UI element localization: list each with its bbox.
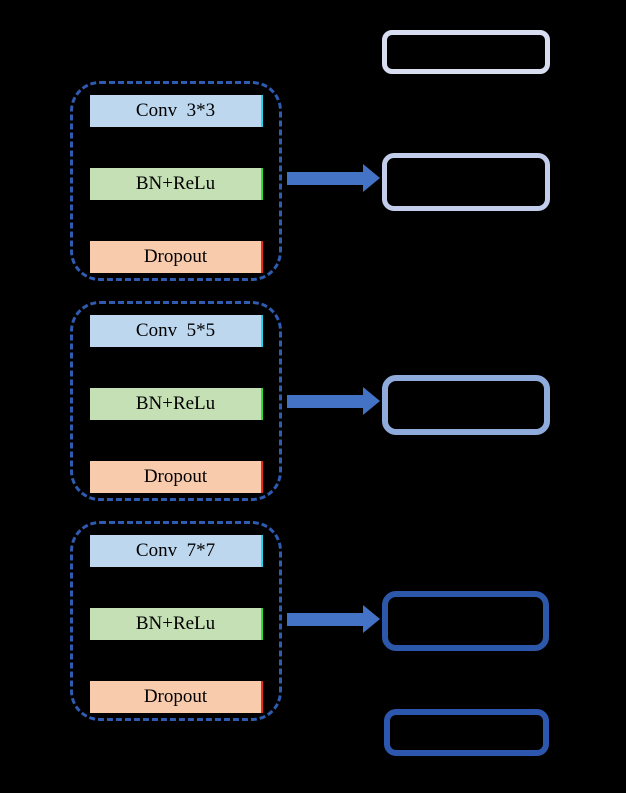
arrow-head — [363, 164, 380, 192]
conv-layer-label: Conv 3*3 — [135, 100, 216, 121]
bn-relu-layer-label: BN+ReLu — [135, 173, 216, 194]
conv-layer-label: Conv 5*5 — [135, 320, 216, 341]
dropout-layer-box: Dropout — [90, 681, 263, 713]
output-box-2 — [382, 153, 550, 211]
dropout-layer-box: Dropout — [90, 461, 263, 493]
arrow-shaft — [287, 394, 363, 408]
bn-relu-layer-box: BN+ReLu — [90, 388, 263, 420]
bn-relu-layer-box: BN+ReLu — [90, 168, 263, 200]
arrow-shaft — [287, 612, 363, 626]
conv-layer-label: Conv 7*7 — [135, 540, 216, 561]
conv-layer-box: Conv 7*7 — [90, 535, 263, 567]
conv-layer-box: Conv 3*3 — [90, 95, 263, 127]
dropout-layer-label: Dropout — [143, 246, 208, 267]
arrow-right-icon — [287, 164, 380, 192]
arrow-head — [363, 387, 380, 415]
output-box-4 — [382, 591, 549, 651]
bn-relu-layer-label: BN+ReLu — [135, 613, 216, 634]
arrow-right-icon — [287, 605, 380, 633]
dropout-layer-label: Dropout — [143, 466, 208, 487]
bn-relu-layer-label: BN+ReLu — [135, 393, 216, 414]
arrow-head — [363, 605, 380, 633]
conv-layer-box: Conv 5*5 — [90, 315, 263, 347]
conv-block-group-3x3: Conv 3*3 BN+ReLu Dropout — [70, 81, 282, 281]
bn-relu-layer-box: BN+ReLu — [90, 608, 263, 640]
arrow-right-icon — [287, 387, 380, 415]
output-box-3 — [382, 375, 550, 435]
dropout-layer-label: Dropout — [143, 686, 208, 707]
output-box-5 — [384, 709, 549, 756]
conv-block-group-7x7: Conv 7*7 BN+ReLu Dropout — [70, 521, 282, 721]
arrow-shaft — [287, 171, 363, 185]
dropout-layer-box: Dropout — [90, 241, 263, 273]
output-box-1 — [382, 30, 550, 74]
conv-block-group-5x5: Conv 5*5 BN+ReLu Dropout — [70, 301, 282, 501]
